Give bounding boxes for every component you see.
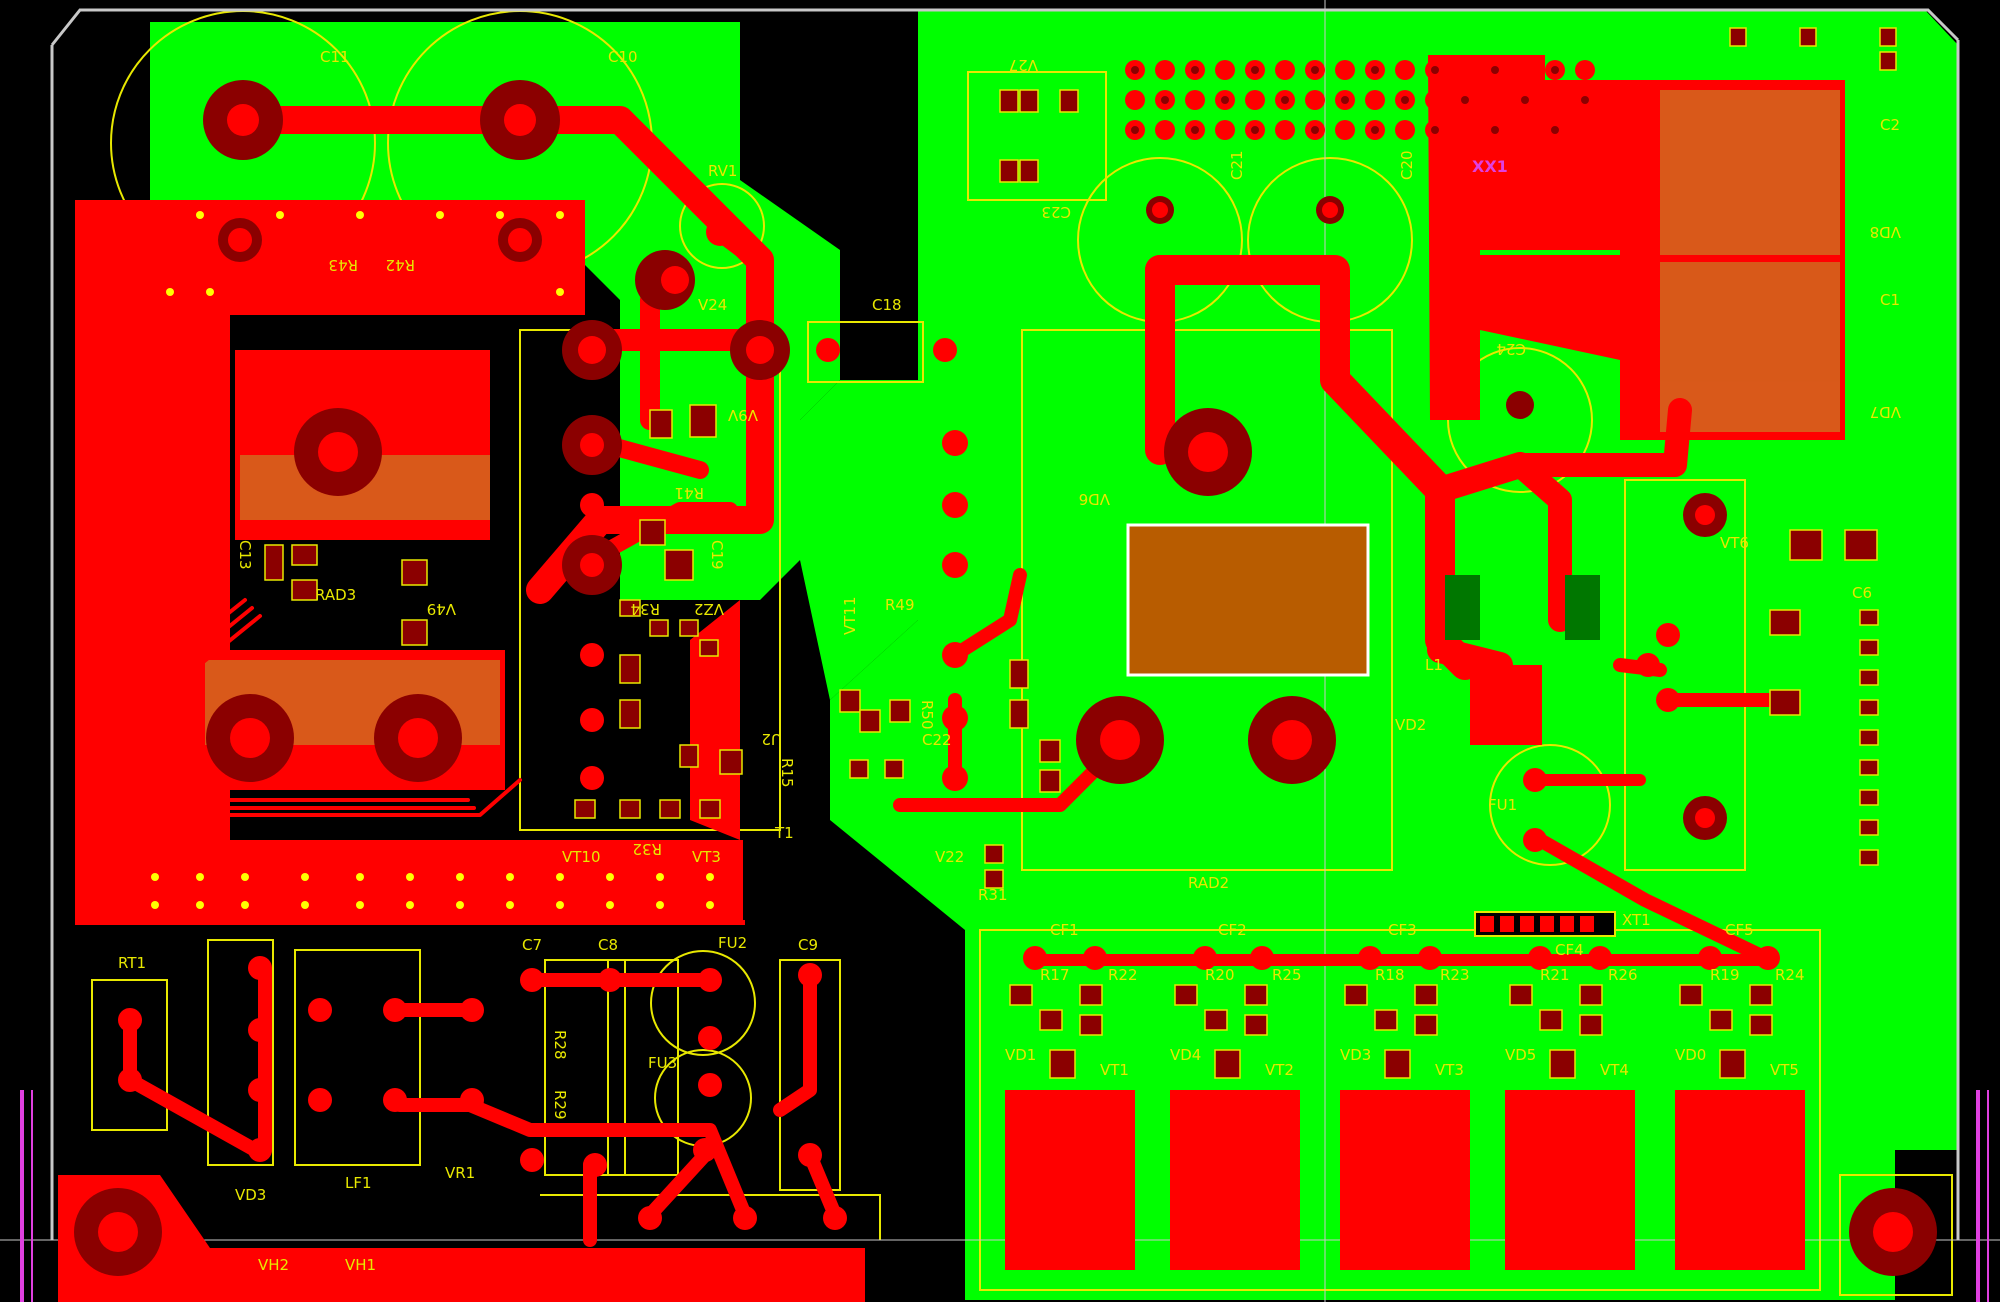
label-vt5: VT5 [1770,1061,1799,1079]
label-r49: R49 [885,596,915,614]
label-cf4: CF4 [1555,941,1584,959]
label-c21: C21 [1228,150,1246,180]
label-cf1: CF1 [1050,921,1079,939]
label-vd5: VD5 [1505,1046,1536,1064]
label-r31: R31 [978,886,1008,904]
label-vt6: VT6 [1720,534,1749,552]
label-r24: R24 [1775,966,1805,984]
label-c22: C22 [922,731,952,749]
label-r17: R17 [1040,966,1070,984]
label-xx1: XX1 [1472,157,1508,176]
label-cf3: CF3 [1388,921,1417,939]
label-vt3b: VT3 [1435,1061,1464,1079]
label-vd4: VD4 [1170,1046,1201,1064]
label-c8: C8 [598,936,618,954]
label-rv1: RV1 [708,162,737,180]
label-r41: R41 [674,484,704,502]
through-hole-pads [74,27,1937,1276]
label-t1: T1 [774,824,794,842]
label-rt1: RT1 [118,954,146,972]
label-rad2: RAD2 [1188,874,1229,892]
label-c2: C2 [1880,116,1900,134]
label-r34: R34 [630,600,660,618]
label-c10: C10 [608,48,638,66]
label-fu3: FU3 [648,1054,677,1072]
label-vd6: VD6 [1079,490,1110,508]
label-vd3: VD3 [235,1186,266,1204]
label-lf1: LF1 [345,1174,372,1192]
label-r15: R15 [778,758,796,788]
label-vd3b: VD3 [1340,1046,1371,1064]
label-r42: R42 [385,256,415,274]
label-v49: V49 [427,600,456,618]
label-vr1: VR1 [445,1164,475,1182]
label-cf2: CF2 [1218,921,1247,939]
rad-heatsink [1126,523,1370,677]
label-fu1: FU1 [1488,796,1517,814]
label-vt11: VT11 [841,596,859,635]
label-vh1: VH1 [345,1256,376,1274]
label-c11: C11 [320,48,350,66]
label-vt4: VT4 [1600,1061,1629,1079]
label-c13: C13 [236,540,254,570]
label-r50: R50 [918,700,936,730]
label-c20: C20 [1398,150,1416,180]
label-r26: R26 [1608,966,1638,984]
label-u2: U2 [761,730,782,748]
label-r32: R32 [632,840,662,858]
label-c9: C9 [798,936,818,954]
copper-traces [123,106,1797,1247]
label-r28: R28 [551,1030,569,1060]
label-vt1: VT1 [1100,1061,1129,1079]
label-xt1: XT1 [1622,911,1651,929]
label-rad3: RAD3 [315,586,356,604]
silkscreen-labels: C11 C10 RV1 R43 R42 V24 C18 V9V R41 C19 … [118,48,1901,1274]
label-v22: V22 [935,848,964,866]
label-vz2: VZ2 [694,600,724,618]
label-vd1: VD1 [1005,1046,1036,1064]
label-r20: R20 [1205,966,1235,984]
label-v27: V27 [1009,56,1038,74]
label-c1: C1 [1880,291,1900,309]
label-r29: R29 [551,1090,569,1120]
label-c6: C6 [1852,584,1872,602]
label-vd7: VD7 [1870,403,1901,421]
label-cf5: CF5 [1725,921,1754,939]
label-c24: C24 [1496,340,1526,358]
label-vd2: VD2 [1395,716,1426,734]
label-c18: C18 [872,296,902,314]
label-l1: L1 [1425,656,1443,674]
label-c19: C19 [708,540,726,570]
label-vt3: VT3 [692,848,721,866]
label-vt10: VT10 [562,848,601,866]
label-r22: R22 [1108,966,1138,984]
label-r19: R19 [1710,966,1740,984]
label-c23: C23 [1041,203,1071,221]
board-edge [50,8,1960,46]
label-vh2: VH2 [258,1256,289,1274]
label-v24: V24 [698,296,727,314]
label-c7: C7 [522,936,542,954]
label-vd8: VD8 [1870,223,1901,241]
label-fu2: FU2 [718,934,747,952]
label-r21: R21 [1540,966,1570,984]
label-vt2: VT2 [1265,1061,1294,1079]
label-r25: R25 [1272,966,1302,984]
label-r43: R43 [328,256,358,274]
label-vd0: VD0 [1675,1046,1706,1064]
label-v9v: V9V [727,406,758,424]
label-r23: R23 [1440,966,1470,984]
label-r18: R18 [1375,966,1405,984]
